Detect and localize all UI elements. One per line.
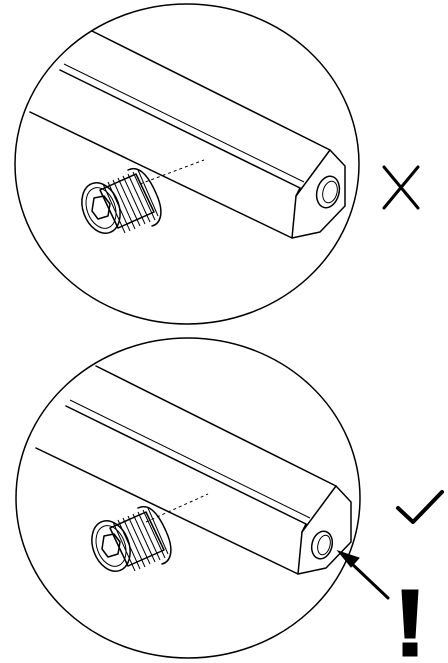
hex-bar-top: [29, 29, 346, 239]
cross-icon: [382, 165, 420, 210]
check-icon: [396, 490, 444, 524]
alignment-line-top: [139, 159, 205, 185]
panel-correct: [15, 337, 444, 659]
flat-hole-bottom: [310, 530, 334, 560]
detail-circle-bottom: [15, 337, 361, 659]
callout-arrow: [336, 549, 390, 600]
end-hole-top: [315, 175, 341, 209]
panel-incorrect: [14, 3, 420, 325]
set-screw-bottom: [84, 505, 172, 578]
set-screw-top: [74, 167, 162, 240]
exclamation-icon: [401, 589, 419, 657]
detail-circle-top: [14, 3, 360, 325]
alignment-line-bottom: [145, 493, 209, 523]
hex-bar-bottom: [35, 365, 352, 575]
